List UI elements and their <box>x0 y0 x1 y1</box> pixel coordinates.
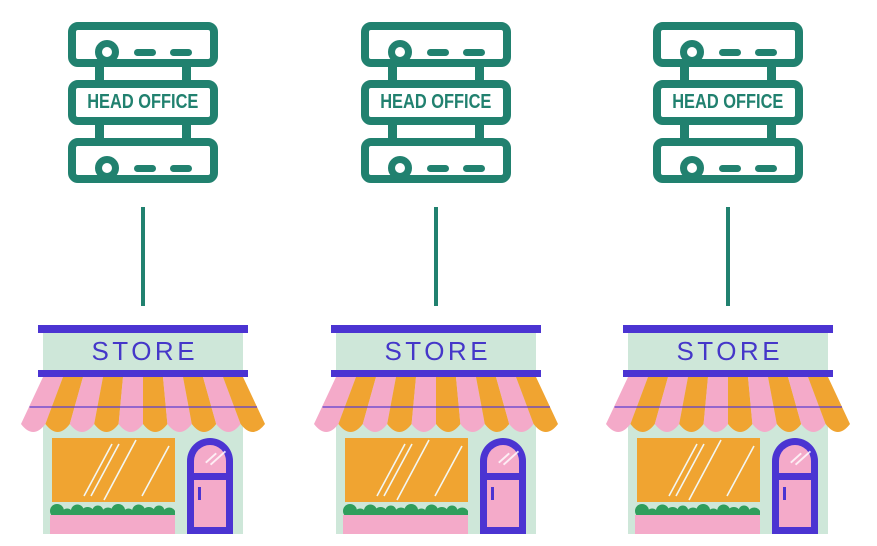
store-label: STORE <box>91 336 199 366</box>
head-office-label: HEAD OFFICE <box>380 91 492 113</box>
vent-dash-icon <box>719 165 741 172</box>
awning-bar <box>623 370 833 377</box>
vent-dash-icon <box>755 49 777 56</box>
door-crossbar <box>187 473 233 480</box>
led-circle-icon <box>388 156 412 180</box>
vent-dash-icon <box>719 49 741 56</box>
storefront-icon: STORE <box>21 325 265 546</box>
connector-line <box>726 207 730 306</box>
vent-dash-icon <box>463 49 485 56</box>
planter-icon <box>50 504 175 534</box>
shop-window-icon <box>637 438 760 502</box>
store-label: STORE <box>676 336 784 366</box>
server-slab-label: HEAD OFFICE <box>653 80 803 125</box>
head-office-label: HEAD OFFICE <box>87 91 199 113</box>
unit-column-1: HEAD OFFICE STORE <box>21 0 265 546</box>
door-crossbar <box>772 473 818 480</box>
led-circle-icon <box>680 40 704 64</box>
shop-window-icon <box>345 438 468 502</box>
server-slab-label: HEAD OFFICE <box>361 80 511 125</box>
planter-icon <box>343 504 468 534</box>
storefront-icon: STORE <box>606 325 850 546</box>
door-crossbar <box>480 473 526 480</box>
head-office-server-icon: HEAD OFFICE <box>653 22 803 183</box>
door-icon <box>480 438 526 534</box>
vent-dash-icon <box>134 165 156 172</box>
awning-bar <box>331 370 541 377</box>
awning-bar <box>38 370 248 377</box>
led-circle-icon <box>388 40 412 64</box>
vent-dash-icon <box>427 165 449 172</box>
connector-line <box>434 207 438 306</box>
door-icon <box>772 438 818 534</box>
awning-icon <box>21 377 265 432</box>
awning-icon <box>314 377 558 432</box>
server-slab-top <box>361 22 511 67</box>
door-handle <box>783 487 786 500</box>
store-sign: STORE <box>336 333 536 370</box>
head-office-label: HEAD OFFICE <box>672 91 784 113</box>
server-slab-label: HEAD OFFICE <box>68 80 218 125</box>
roof-bar <box>38 325 248 333</box>
roof-bar <box>623 325 833 333</box>
door-handle <box>491 487 494 500</box>
head-office-server-icon: HEAD OFFICE <box>361 22 511 183</box>
connector-line <box>141 207 145 306</box>
head-office-server-icon: HEAD OFFICE <box>68 22 218 183</box>
roof-bar <box>331 325 541 333</box>
vent-dash-icon <box>170 165 192 172</box>
server-slab-bottom <box>68 138 218 183</box>
store-sign: STORE <box>43 333 243 370</box>
store-label: STORE <box>384 336 492 366</box>
server-slab-bottom <box>653 138 803 183</box>
door-icon <box>187 438 233 534</box>
vent-dash-icon <box>755 165 777 172</box>
led-circle-icon <box>680 156 704 180</box>
unit-column-2: HEAD OFFICE STORE <box>314 0 558 546</box>
server-slab-top <box>653 22 803 67</box>
awning-icon <box>606 377 850 432</box>
vent-dash-icon <box>427 49 449 56</box>
vent-dash-icon <box>170 49 192 56</box>
storefront-icon: STORE <box>314 325 558 546</box>
led-circle-icon <box>95 40 119 64</box>
server-slab-bottom <box>361 138 511 183</box>
unit-column-3: HEAD OFFICE STORE <box>606 0 850 546</box>
shop-window-icon <box>52 438 175 502</box>
vent-dash-icon <box>463 165 485 172</box>
vent-dash-icon <box>134 49 156 56</box>
door-handle <box>198 487 201 500</box>
store-sign: STORE <box>628 333 828 370</box>
planter-icon <box>635 504 760 534</box>
led-circle-icon <box>95 156 119 180</box>
server-slab-top <box>68 22 218 67</box>
